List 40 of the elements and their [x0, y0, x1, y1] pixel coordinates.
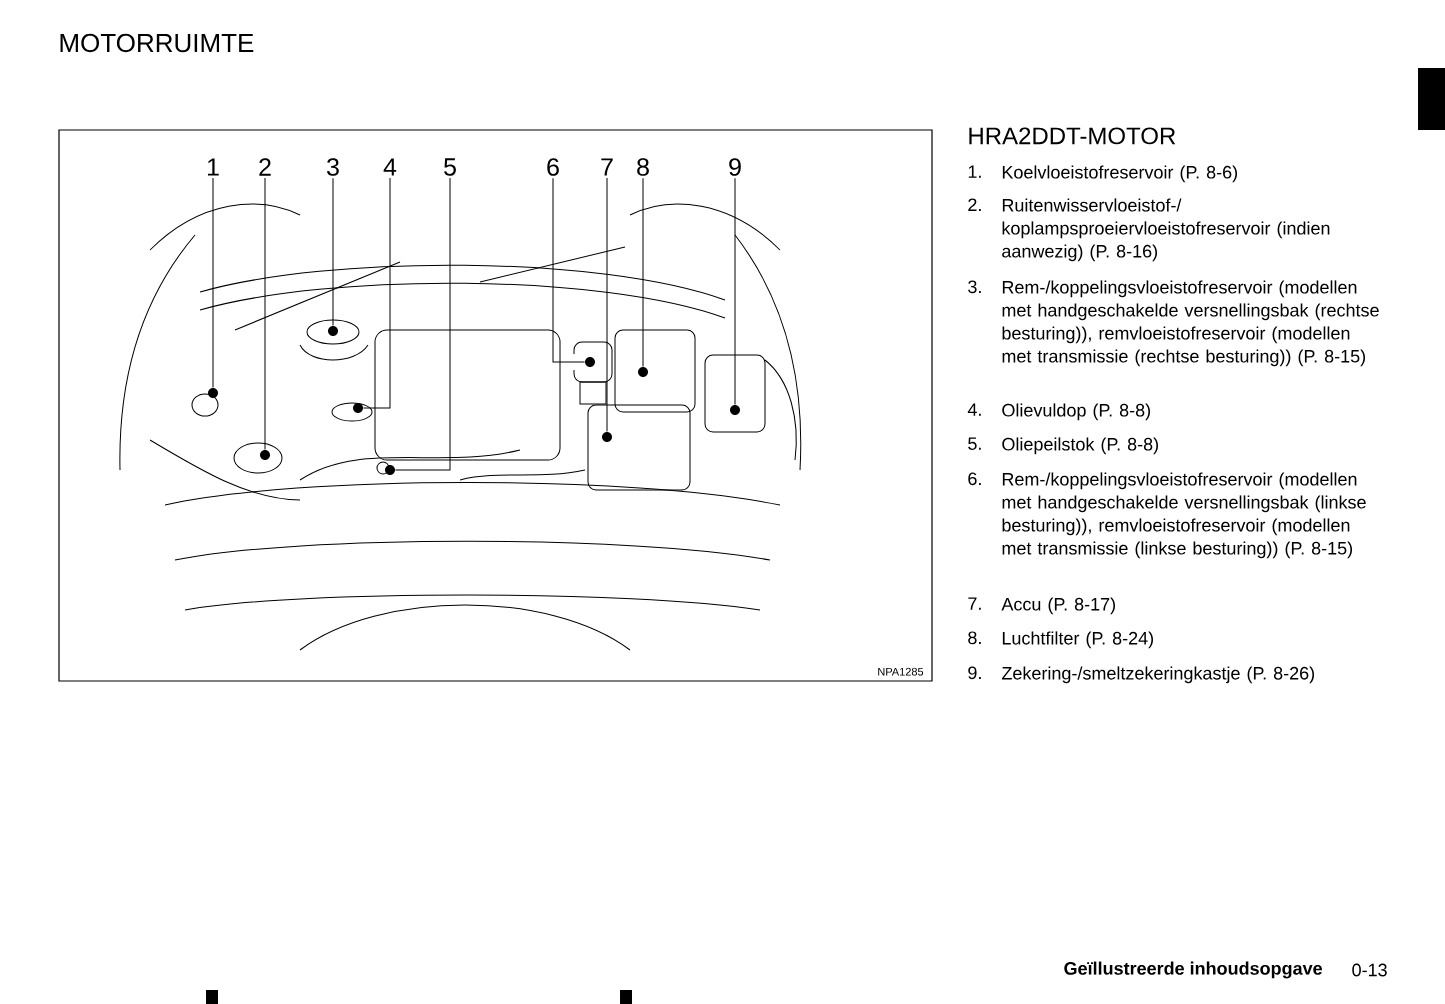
- list-number: 7.: [968, 597, 981, 610]
- list-number: 8.: [968, 631, 981, 645]
- callout-number: 2: [259, 158, 271, 176]
- leader-line: [642, 177, 644, 368]
- list-item: Oliepeilstok (P. 8-8): [1002, 437, 1158, 455]
- callout-number: 7: [601, 158, 613, 176]
- list-number: 1.: [968, 165, 981, 178]
- list-item: Olievuldop (P. 8-8): [1002, 403, 1150, 421]
- section-heading: HRA2DDT-MOTOR: [969, 127, 1176, 145]
- list-number: 3.: [968, 280, 981, 294]
- leader-line: [552, 177, 586, 363]
- callout-number: 3: [327, 158, 339, 176]
- leader-line: [394, 177, 451, 471]
- leader-line: [734, 177, 736, 406]
- page-number: 0-13: [1352, 963, 1387, 977]
- list-item: Zekering-/smeltzekeringkastje (P. 8-26): [1002, 666, 1315, 684]
- leader-line: [264, 177, 266, 451]
- callout-number: 5: [444, 158, 456, 176]
- list-number: 5.: [968, 437, 981, 450]
- list-number: 6.: [968, 472, 981, 486]
- leader-line: [212, 177, 214, 389]
- list-item: Rem-/koppelingsvloeistofreservoir (modellen met handgeschakelde versnellingsbak (rechtse besturing)), remvloeistofreservoir (modellen met transmissie (rechtse besturing)) (P. 8-15): [1002, 280, 1379, 367]
- list-item: Rem-/koppelingsvloeistofreservoir (modellen met handgeschakelde versnellingsbak (linkse besturing)), remvloeistofreservoir (modellen met transmissie (linkse besturing)) (P. 8-15): [1002, 472, 1366, 559]
- footer-text: Geïllustreerde inhoudsopgave: [1064, 961, 1322, 979]
- callout-number: 9: [729, 158, 741, 176]
- callout-number: 8: [637, 158, 649, 176]
- leader-line: [606, 177, 608, 433]
- list-item: Ruitenwisservloeistof-/ koplampsproeiervloeistofreservoir (indien aanwezig) (P. 8-16): [1002, 198, 1330, 262]
- list-item: Luchtfilter (P. 8-24): [1002, 631, 1153, 649]
- list-item: Accu (P. 8-17): [1001, 597, 1115, 615]
- callout-number: 6: [547, 158, 559, 176]
- callout-number: 1: [207, 158, 219, 176]
- callout-number: 4: [383, 158, 397, 176]
- list-item: Koelvloeistofreservoir (P. 8-6): [1002, 165, 1238, 183]
- list-number: 9.: [968, 666, 981, 680]
- page-title: MOTORRUIMTE: [60, 33, 254, 53]
- figure-code: NPA1285: [878, 667, 924, 676]
- list-number: 4.: [967, 403, 981, 416]
- leader-line: [362, 177, 391, 409]
- list-number: 2.: [968, 198, 981, 211]
